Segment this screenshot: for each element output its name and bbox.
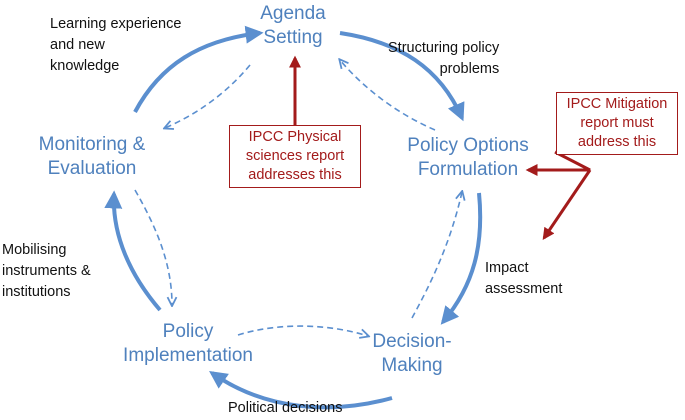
stage-decision-line-1: Decision- xyxy=(372,331,452,352)
callout-mitigation-line-2: report must xyxy=(580,115,654,131)
callout-mitigation-line-1: IPCC Mitigation xyxy=(566,96,668,112)
arrow-decision-to-implementation xyxy=(209,370,393,410)
stage-formulation-line-2: Formulation xyxy=(417,159,519,180)
arrow-monitoring-to-agenda xyxy=(133,25,264,113)
dashed-arrow-implementation-to-decision xyxy=(237,325,368,336)
label-mobilising-line-2: instruments & xyxy=(2,263,91,279)
label-political-line-1: Political decisions xyxy=(228,400,343,416)
stage-policy-implementation: Policy Implementation xyxy=(108,320,268,368)
callout-physical-line-3: addresses this xyxy=(248,167,342,183)
callout-physical-line-1: IPCC Physical xyxy=(248,129,342,145)
label-learning: Learning experience and new knowledge xyxy=(50,14,181,77)
callout-ipcc-mitigation: IPCC Mitigation report must address this xyxy=(556,92,678,155)
stage-agenda-line-1: Agenda xyxy=(260,3,326,24)
arrow-agenda-to-formulation xyxy=(339,31,465,122)
label-mobilising-line-1: Mobilising xyxy=(2,242,67,258)
stage-implementation-line-1: Policy xyxy=(162,321,214,342)
stage-formulation-line-1: Policy Options xyxy=(407,135,529,156)
label-impact-line-2: assessment xyxy=(485,281,563,297)
label-learning-line-1: Learning experience xyxy=(50,16,182,32)
dashed-arrow-formulation-to-agenda xyxy=(340,60,436,131)
label-political: Political decisions xyxy=(228,398,342,419)
stage-policy-options-formulation: Policy Options Formulation xyxy=(398,134,538,182)
label-learning-line-2: and new xyxy=(50,37,105,53)
dashed-arrow-agenda-to-monitoring xyxy=(165,64,251,128)
callout-mitigation-line-3: address this xyxy=(577,134,657,150)
label-mobilising: Mobilising instruments & institutions xyxy=(2,240,91,303)
dashed-arrow-monitoring-to-implementation xyxy=(134,189,172,305)
stage-monitoring-evaluation: Monitoring & Evaluation xyxy=(22,133,162,181)
label-structuring: Structuring policy problems xyxy=(388,38,499,80)
label-impact: Impact assessment xyxy=(485,258,562,300)
dashed-arrow-decision-to-formulation xyxy=(411,192,462,319)
stage-monitoring-line-2: Evaluation xyxy=(47,158,137,179)
label-structuring-line-2: problems xyxy=(439,61,500,77)
stage-monitoring-line-1: Monitoring & xyxy=(38,134,146,155)
arrow-formulation-to-decision xyxy=(440,192,483,325)
callout-ipcc-physical: IPCC Physical sciences report addresses … xyxy=(229,125,361,188)
stage-agenda-line-2: Setting xyxy=(263,27,323,48)
arrow-implementation-to-monitoring xyxy=(104,190,162,312)
stage-decision-making: Decision- Making xyxy=(362,330,462,378)
label-mobilising-line-3: institutions xyxy=(2,284,71,300)
label-learning-line-3: knowledge xyxy=(50,58,120,74)
stage-agenda-setting: Agenda Setting xyxy=(248,2,338,50)
label-structuring-line-1: Structuring policy xyxy=(388,40,500,56)
stage-implementation-line-2: Implementation xyxy=(123,345,253,366)
callout-physical-line-2: sciences report xyxy=(245,148,345,164)
red-arrow-mitigation-to-impact xyxy=(542,169,592,240)
label-impact-line-1: Impact xyxy=(485,260,529,276)
stage-decision-line-2: Making xyxy=(381,355,443,376)
